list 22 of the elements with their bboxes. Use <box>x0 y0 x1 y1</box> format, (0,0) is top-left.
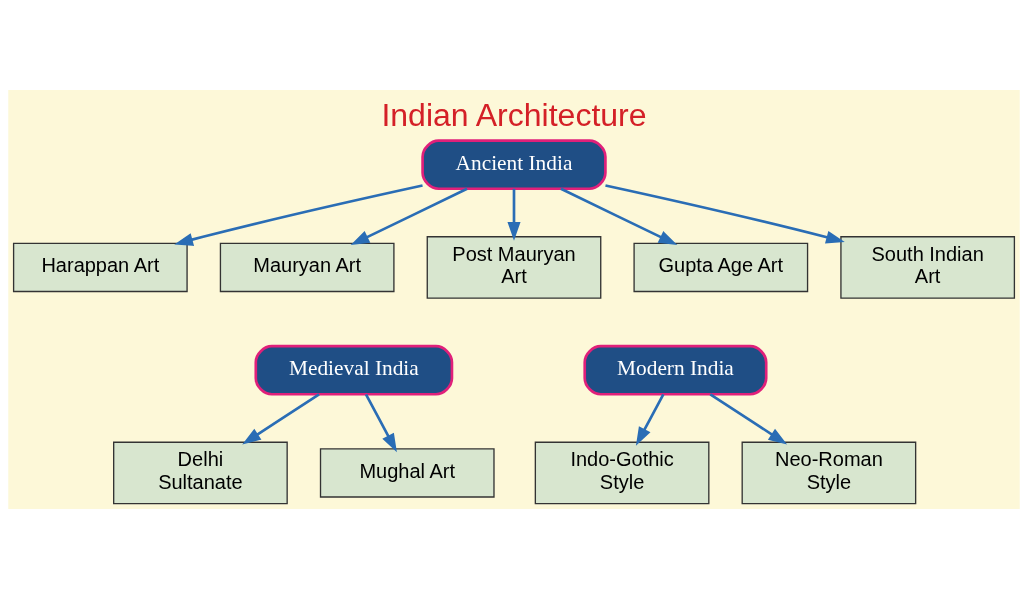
arrow <box>605 183 845 244</box>
node-box: Indo-Gothic Style <box>534 441 710 504</box>
arrow <box>174 183 423 246</box>
arrow <box>242 392 320 444</box>
node-box: Mughal Art <box>319 447 495 498</box>
node-box: Harappan Art <box>12 242 188 292</box>
arrow <box>507 188 521 241</box>
node-box: Medieval India <box>254 344 454 396</box>
arrow <box>350 187 468 245</box>
diagram-title: Indian Architecture <box>381 96 647 133</box>
node-box: Post Mauryan Art <box>426 235 602 299</box>
arrow <box>364 393 397 452</box>
node-box: Mauryan Art <box>219 242 395 292</box>
node-box: Ancient India <box>421 138 607 190</box>
node-box: Neo-Roman Style <box>741 441 917 504</box>
arrow <box>635 393 665 446</box>
node-box: Gupta Age Art <box>633 242 809 292</box>
node-box: Modern India <box>583 344 768 396</box>
arrow <box>709 392 788 444</box>
node-box: Delhi Sultanate <box>113 441 288 504</box>
node-box: South Indian Art <box>840 235 1016 299</box>
arrow <box>560 187 678 245</box>
